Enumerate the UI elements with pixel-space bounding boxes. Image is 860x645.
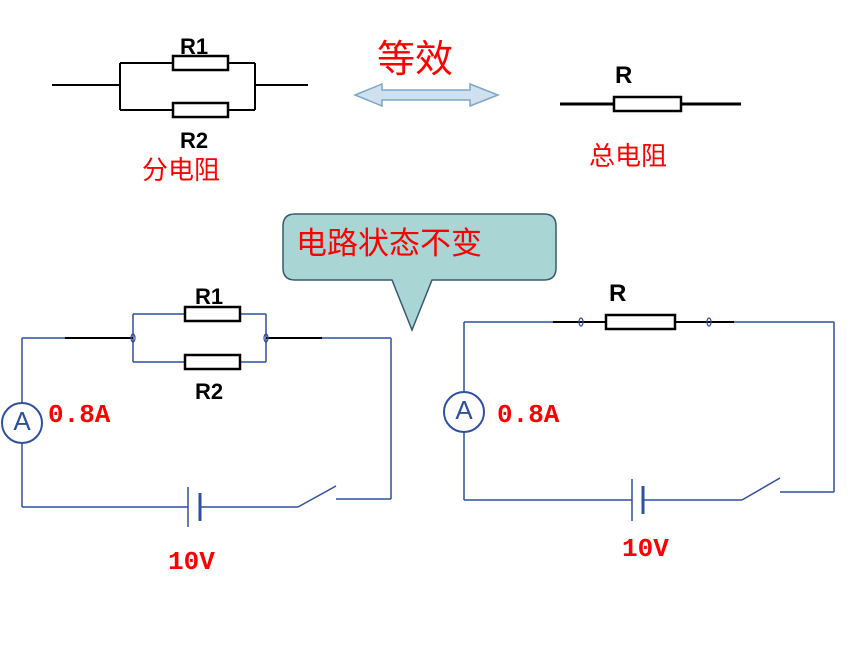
junction-node-icon <box>263 333 269 343</box>
resistor-r-icon <box>612 95 683 113</box>
top-parallel-network <box>52 54 308 119</box>
junction-node-icon <box>130 333 136 343</box>
switch-icon <box>297 485 337 508</box>
r1-label: R1 <box>180 34 209 59</box>
speech-bubble-shape <box>282 213 557 333</box>
r2-label: R2 <box>180 128 209 153</box>
ammeter-icon <box>443 391 485 433</box>
right-circuit <box>443 313 835 521</box>
resistor-r1-icon <box>171 54 230 72</box>
total-resistance-caption: 总电阻 <box>589 142 668 172</box>
left-voltage-readout: 10V <box>168 547 215 577</box>
left-current-readout: 0.8A <box>48 400 111 430</box>
circuit-r2-label: R2 <box>195 379 224 404</box>
resistor-r2-icon <box>183 353 242 371</box>
circuit-r1-label: R1 <box>195 284 224 309</box>
partial-resistance-caption: 分电阻 <box>142 156 221 186</box>
equivalence-label: 等效 <box>377 37 454 81</box>
bubble-text: 电路状态不变 <box>296 226 482 262</box>
right-loop-wires <box>463 321 835 501</box>
junction-node-icon <box>578 317 584 327</box>
ammeter-symbol: A <box>13 406 31 436</box>
right-current-readout: 0.8A <box>497 400 560 430</box>
resistor-r2-icon <box>171 101 230 119</box>
top-single-resistor <box>560 95 741 113</box>
r-label: R <box>615 62 633 89</box>
switch-icon <box>741 477 781 501</box>
resistor-r1-icon <box>183 305 242 323</box>
right-voltage-readout: 10V <box>622 534 669 564</box>
junction-node-icon <box>706 317 712 327</box>
double-arrow-icon <box>353 82 501 108</box>
circuit-r-label: R <box>609 280 627 307</box>
resistor-r-icon <box>604 313 677 331</box>
ammeter-symbol: A <box>455 395 473 425</box>
ammeter-icon <box>1 402 43 444</box>
left-circuit <box>1 305 392 527</box>
